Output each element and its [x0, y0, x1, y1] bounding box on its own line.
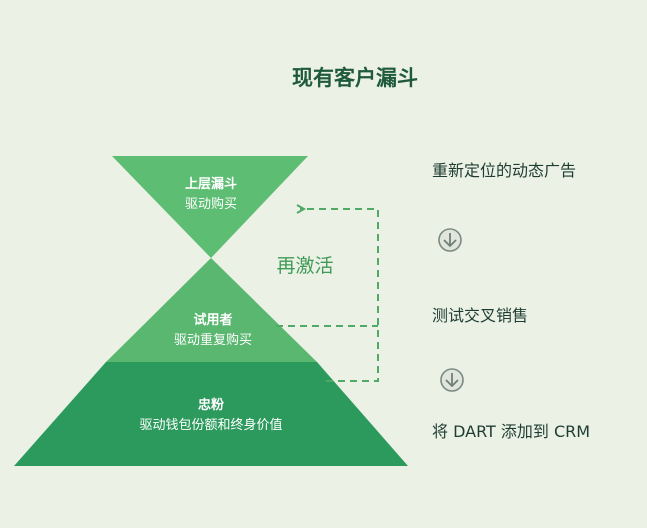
funnel-bottom-subtitle: 驱动钱包份额和终身价值: [139, 417, 282, 433]
reactivate-label: 再激活: [276, 255, 333, 277]
step-cross-sell-test: 测试交叉销售: [432, 306, 528, 325]
funnel-bottom-segment: [14, 362, 408, 466]
funnel-middle-segment: [106, 258, 317, 362]
step-add-dart-to-crm: 将 DART 添加到 CRM: [432, 422, 590, 441]
funnel-bottom-title: 忠粉: [198, 397, 224, 413]
step-retargeting-ads: 重新定位的动态广告: [432, 161, 576, 180]
down-arrow-circle-icon: [440, 368, 464, 392]
funnel-top-segment: [112, 156, 308, 258]
funnel-top-title: 上层漏斗: [185, 176, 237, 192]
down-arrow-circle-icon: [438, 228, 462, 252]
funnel-middle-subtitle: 驱动重复购买: [174, 332, 252, 348]
reactivate-arrow: [300, 209, 379, 382]
funnel-top-subtitle: 驱动购买: [185, 196, 237, 212]
funnel-middle-title: 试用者: [193, 312, 232, 328]
page-title: 现有客户漏斗: [292, 66, 418, 90]
